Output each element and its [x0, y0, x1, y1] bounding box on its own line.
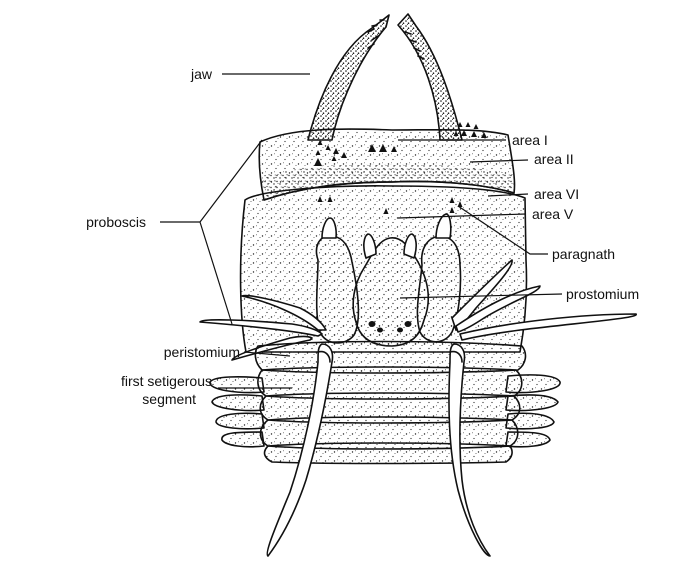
label-proboscis: proboscis [86, 214, 146, 230]
label-area-6: area VI [534, 186, 579, 202]
label-area-5: area V [532, 206, 574, 222]
label-peristomium: peristomium [164, 344, 240, 360]
jaw-pair [308, 14, 462, 140]
label-first-setigerous-2: segment [142, 391, 196, 407]
label-prostomium: prostomium [566, 286, 639, 302]
label-paragnath: paragnath [552, 246, 615, 262]
label-area-2: area II [534, 151, 574, 167]
parapodia-left [210, 377, 264, 447]
label-first-setigerous-1: first setigerous [121, 373, 212, 389]
label-jaw: jaw [190, 66, 213, 82]
body-segments [210, 342, 560, 464]
label-area-1: area I [512, 132, 548, 148]
left-jaw [308, 15, 389, 140]
